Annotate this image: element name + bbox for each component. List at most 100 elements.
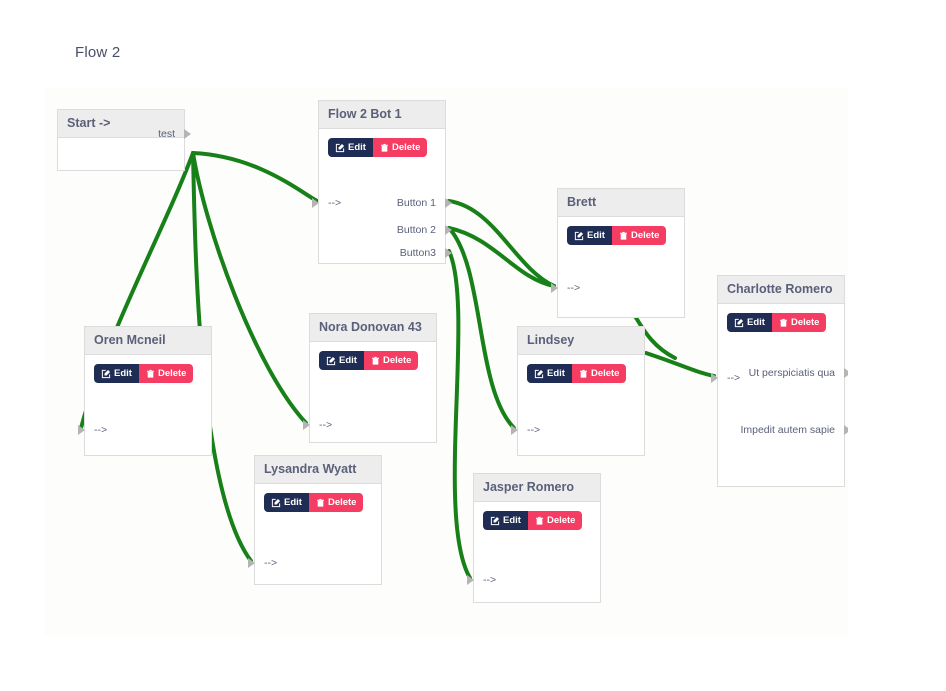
input-port-brett-0[interactable]: --> [567,282,581,294]
trash-delete-icon [146,369,154,378]
delete-button-charlotte-romero[interactable]: Delete [771,313,827,332]
node-actions-flow-2-bot-1: Edit Delete [328,138,428,157]
input-port-arrow-icon [248,558,255,568]
delete-button-label: Delete [327,497,357,508]
delete-button-nora-donovan-43[interactable]: Delete [363,351,419,370]
output-port-flow-2-bot-1-1[interactable]: Button 2 [396,224,436,236]
node-body-brett: Edit Delete --> [551,217,684,318]
node-actions-brett: Edit Delete [567,226,667,245]
delete-button-lindsey[interactable]: Delete [571,364,627,383]
trash-delete-icon [535,516,543,525]
output-port-charlotte-romero-1[interactable]: Impedit autem sapie [740,424,835,436]
node-actions-lysandra-wyatt: Edit Delete [264,493,364,512]
delete-button-label: Delete [790,317,820,328]
delete-button-label: Delete [157,368,187,379]
input-port-oren-mcneil-0[interactable]: --> [94,424,108,436]
node-title-nora-donovan-43: Nora Donovan 43 [310,314,436,342]
output-port-arrow-icon [844,425,848,435]
flow-edge[interactable] [644,351,716,378]
node-body-flow-2-bot-1: Edit Delete --> Button 1 Button 2 Button3 [312,129,452,264]
node-title-oren-mcneil: Oren Mcneil [85,327,211,355]
input-port-jasper-romero-0[interactable]: --> [483,574,497,586]
delete-button-label: Delete [630,230,660,241]
trash-delete-icon [371,356,379,365]
edit-button-label: Edit [284,497,302,508]
edit-button-label: Edit [547,368,565,379]
node-body-jasper-romero: Edit Delete --> [467,502,600,603]
node-body-lindsey: Edit Delete --> [511,355,644,456]
delete-button-label: Delete [546,515,576,526]
delete-button-flow-2-bot-1[interactable]: Delete [372,138,428,157]
delete-button-jasper-romero[interactable]: Delete [527,511,583,530]
flow-edge[interactable] [447,199,556,288]
edit-button-brett[interactable]: Edit [567,226,612,245]
input-port-arrow-icon [78,425,85,435]
node-body-lysandra-wyatt: Edit Delete --> [248,484,381,585]
output-port-arrow-icon [844,368,848,378]
trash-delete-icon [779,318,787,327]
delete-button-label: Delete [391,142,421,153]
flow-edge[interactable] [447,249,472,580]
flow-edge[interactable] [191,151,319,203]
output-port-flow-2-bot-1-0[interactable]: Button 1 [396,197,436,209]
input-port-arrow-icon [551,283,558,293]
node-actions-oren-mcneil: Edit Delete [94,364,194,383]
edit-button-label: Edit [587,230,605,241]
delete-button-brett[interactable]: Delete [611,226,667,245]
output-port-arrow-icon [445,225,452,235]
input-port-lindsey-0[interactable]: --> [527,424,541,436]
flow-node-nora-donovan-43[interactable]: Nora Donovan 43 Edit Delete --> [303,313,437,443]
input-port-arrow-icon [312,198,319,208]
edit-button-label: Edit [503,515,521,526]
delete-button-label: Delete [590,368,620,379]
output-port-arrow-icon [184,129,191,139]
input-port-nora-donovan-43-0[interactable]: --> [319,419,333,431]
edit-button-jasper-romero[interactable]: Edit [483,511,528,530]
pencil-edit-icon [101,369,111,378]
node-title-lindsey: Lindsey [518,327,644,355]
input-port-flow-2-bot-1-0[interactable]: --> [328,197,342,209]
trash-delete-icon [619,231,627,240]
input-port-charlotte-romero-0[interactable]: --> [727,372,741,384]
edit-button-label: Edit [747,317,765,328]
flow-edge[interactable] [447,226,556,288]
input-port-arrow-icon [511,425,518,435]
edit-button-flow-2-bot-1[interactable]: Edit [328,138,373,157]
edit-button-label: Edit [339,355,357,366]
input-port-lysandra-wyatt-0[interactable]: --> [264,557,278,569]
edit-button-lysandra-wyatt[interactable]: Edit [264,493,309,512]
output-port-flow-2-bot-1-2[interactable]: Button3 [399,247,436,259]
node-title-jasper-romero: Jasper Romero [474,474,600,502]
edit-button-charlotte-romero[interactable]: Edit [727,313,772,332]
delete-button-oren-mcneil[interactable]: Delete [138,364,194,383]
node-actions-charlotte-romero: Edit Delete [727,313,827,332]
output-port-start-0[interactable]: test [158,128,175,140]
pencil-edit-icon [734,318,744,327]
edit-button-nora-donovan-43[interactable]: Edit [319,351,364,370]
edit-button-label: Edit [348,142,366,153]
pencil-edit-icon [326,356,336,365]
flow-node-start[interactable]: Start ->test [57,109,191,171]
delete-button-lysandra-wyatt[interactable]: Delete [308,493,364,512]
node-body-nora-donovan-43: Edit Delete --> [303,342,436,443]
node-body-oren-mcneil: Edit Delete --> [78,355,211,456]
edit-button-label: Edit [114,368,132,379]
edit-button-oren-mcneil[interactable]: Edit [94,364,139,383]
output-port-charlotte-romero-0[interactable]: Ut perspiciatis qua [748,367,835,379]
edit-button-lindsey[interactable]: Edit [527,364,572,383]
node-actions-nora-donovan-43: Edit Delete [319,351,419,370]
input-port-arrow-icon [303,420,310,430]
flow-edge[interactable] [447,226,516,430]
node-body-start: test [58,128,191,171]
node-title-lysandra-wyatt: Lysandra Wyatt [255,456,381,484]
pencil-edit-icon [490,516,500,525]
